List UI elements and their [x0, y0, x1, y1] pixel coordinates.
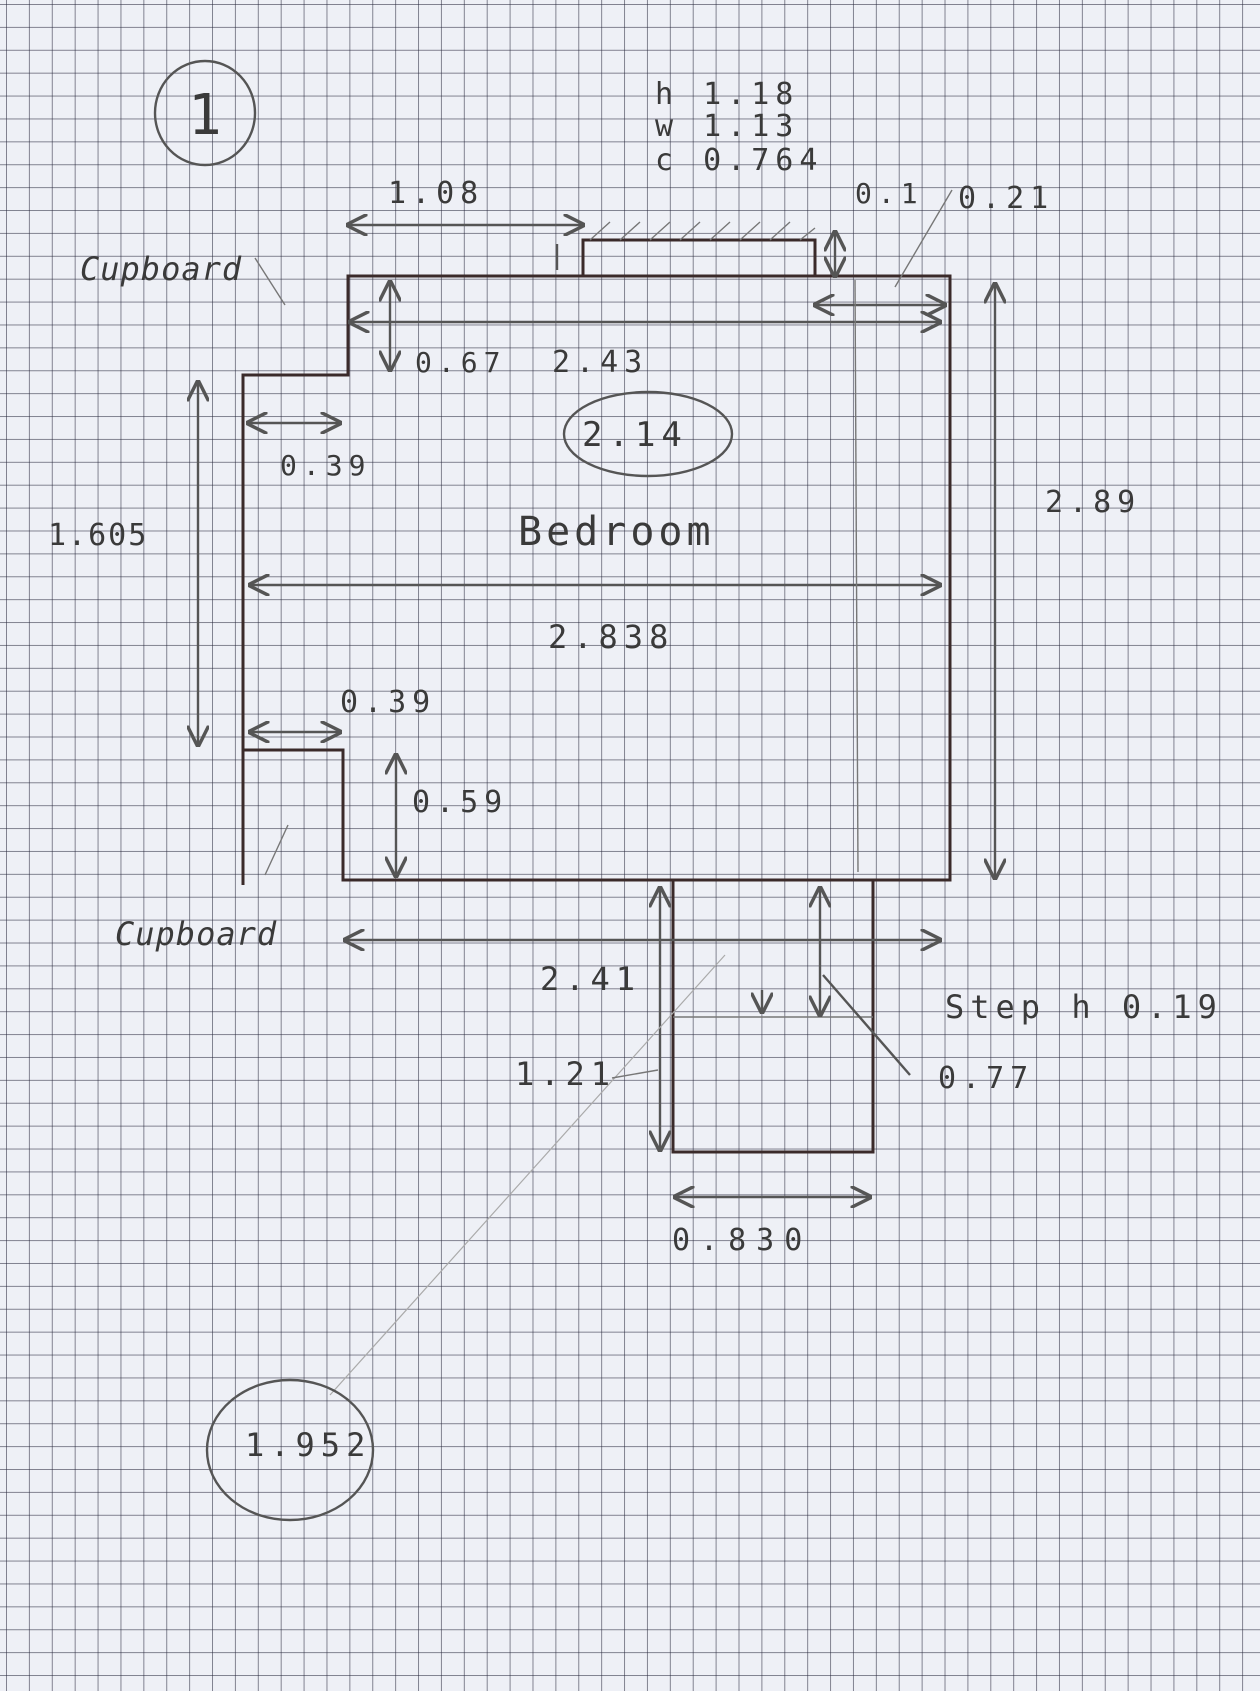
circled-area-top	[562, 390, 734, 478]
dim-0-39-bottom: 0.39	[340, 685, 436, 720]
leader-cupboard-bottom	[264, 824, 289, 876]
dim-1-08: 1.08	[388, 176, 484, 211]
dim-2-41: 2.41	[540, 960, 641, 998]
window-height-label: h 1.18	[655, 77, 799, 112]
cupboard-top-label: Cupboard	[80, 250, 242, 288]
page-number-circle	[153, 59, 257, 167]
dim-2-89: 2.89	[1045, 485, 1141, 520]
dim-1-605: 1.605	[48, 518, 148, 553]
leader-0-77	[822, 974, 911, 1076]
leader-1-952	[329, 954, 726, 1396]
leader-0-21	[894, 189, 953, 288]
dim-0-59: 0.59	[412, 785, 508, 820]
dim-0-1: 0.1	[855, 177, 924, 210]
window-c-label: c 0.764	[655, 143, 823, 178]
step-box	[671, 880, 875, 1154]
dim-2-43: 2.43	[552, 345, 648, 380]
window-width-label: w 1.13	[655, 109, 799, 144]
room-name-label: Bedroom	[518, 509, 715, 555]
leader-cupboard-top	[254, 257, 286, 306]
window-recess	[581, 238, 817, 276]
dim-2-838: 2.838	[548, 618, 674, 656]
cupboard-bottom-label: Cupboard	[115, 915, 277, 953]
circled-value-top: 2.14	[582, 415, 688, 455]
dim-0-67: 0.67	[415, 346, 506, 379]
window-hatch	[589, 221, 816, 241]
dim-0-21: 0.21	[958, 181, 1054, 216]
circled-value-bottom: 1.952	[245, 1426, 371, 1464]
leader-1-21	[611, 1069, 659, 1079]
circled-area-bottom	[205, 1378, 375, 1522]
dim-line-2-14-vertical	[854, 279, 859, 873]
dim-1-21: 1.21	[515, 1055, 616, 1093]
page-number: 1	[188, 83, 228, 148]
cupboard-bottom-box	[241, 748, 343, 885]
step-height-label: Step h 0.19	[945, 988, 1223, 1026]
dim-0-830: 0.830	[672, 1223, 812, 1258]
dim-0-39-top: 0.39	[280, 449, 371, 482]
dim-0-77: 0.77	[938, 1061, 1034, 1096]
